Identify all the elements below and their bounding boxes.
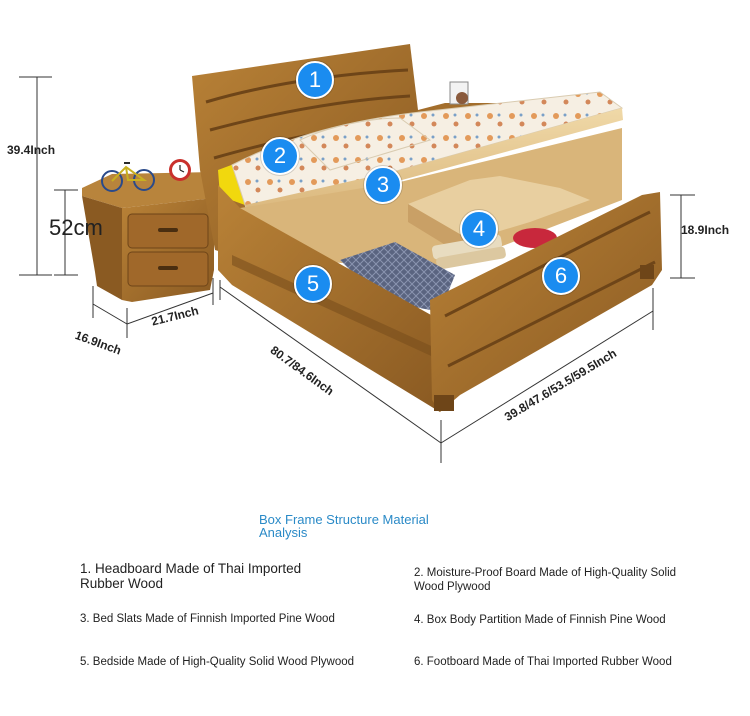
callout-4: 4	[460, 210, 498, 248]
bedside-rail	[218, 185, 440, 412]
alarm-clock-decoration	[169, 159, 191, 181]
caption-item-4: 4. Box Body Partition Made of Finnish Pi…	[414, 614, 666, 626]
nightstand	[82, 159, 214, 302]
bicycle-decoration	[101, 162, 155, 192]
footboard-height-label: 18.9Inch	[681, 223, 730, 237]
callout-6: 6	[542, 257, 580, 295]
bed-height-label: 39.4Inch	[7, 143, 56, 157]
bed-diagram	[19, 44, 695, 463]
dimension-lines	[19, 76, 695, 463]
callout-3: 3	[364, 166, 402, 204]
callout-2: 2	[261, 137, 299, 175]
product-illustration: 1 2 3 4 5 6 39.4Inch 52cm 18.9Inch 16.9I…	[7, 44, 730, 463]
caption-item-1: 1. Headboard Made of Thai Imported Rubbe…	[80, 561, 302, 591]
caption-item-5: 5. Bedside Made of High-Quality Solid Wo…	[80, 656, 355, 668]
caption-item-3: 3. Bed Slats Made of Finnish Imported Pi…	[80, 613, 335, 625]
callout-1: 1	[296, 61, 334, 99]
callout-5: 5	[294, 265, 332, 303]
caption-item-2: 2. Moisture-Proof Board Made of High-Qua…	[414, 567, 677, 593]
caption-item-6: 6. Footboard Made of Thai Imported Rubbe…	[414, 656, 672, 668]
caption-title: Box Frame Structure Material Analysis	[259, 512, 429, 540]
nightstand-height-label: 52cm	[49, 215, 103, 240]
